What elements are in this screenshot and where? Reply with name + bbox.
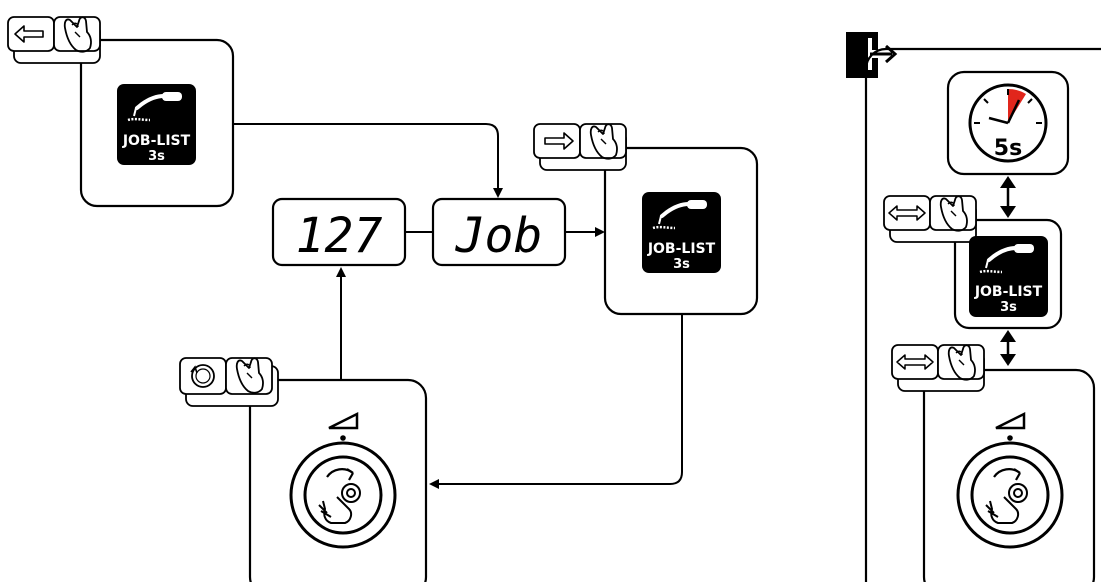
- joblist-hold: 3s: [673, 257, 690, 272]
- toggle-button-top[interactable]: [883, 195, 977, 243]
- connector-back-to-job: [233, 123, 503, 198]
- joblist-hold: 3s: [1000, 300, 1017, 315]
- joblist-button-back-panel[interactable]: JOB-LIST 3s: [117, 84, 196, 165]
- double-arrow-icon: [896, 354, 934, 370]
- arrow-left-icon: [14, 25, 44, 43]
- rotate-button[interactable]: [179, 357, 279, 407]
- knob-panel-right: [922, 368, 1096, 582]
- rotate-icon: [190, 364, 215, 388]
- display-job-text: Job: [455, 208, 543, 264]
- display-value-text: 127: [296, 208, 383, 264]
- link-timer-joblist: [1000, 176, 1016, 218]
- joblist-button-forward-panel[interactable]: JOB-LIST 3s: [642, 192, 721, 273]
- stopwatch-icon: [968, 83, 1048, 163]
- forward-button[interactable]: [533, 123, 627, 171]
- display-job: Job: [431, 197, 567, 267]
- link-joblist-knob: [1000, 330, 1016, 366]
- display-value: 127: [271, 197, 407, 267]
- joblist-button-right[interactable]: JOB-LIST 3s: [969, 236, 1048, 317]
- exit-door-icon: [846, 32, 898, 78]
- knob-panel: [248, 378, 428, 582]
- double-arrow-icon: [888, 205, 926, 221]
- timer-box: 5s: [946, 70, 1070, 176]
- timer-label: 5s: [994, 136, 1022, 161]
- connector-forward-to-knob: [429, 314, 683, 489]
- joblist-label: JOB-LIST: [974, 284, 1043, 300]
- joblist-hold: 3s: [148, 149, 165, 164]
- joblist-label: JOB-LIST: [122, 133, 191, 149]
- back-button[interactable]: [7, 16, 101, 64]
- joblist-label: JOB-LIST: [647, 241, 716, 257]
- arrow-right-icon: [544, 132, 574, 150]
- toggle-button-bottom[interactable]: [891, 344, 985, 392]
